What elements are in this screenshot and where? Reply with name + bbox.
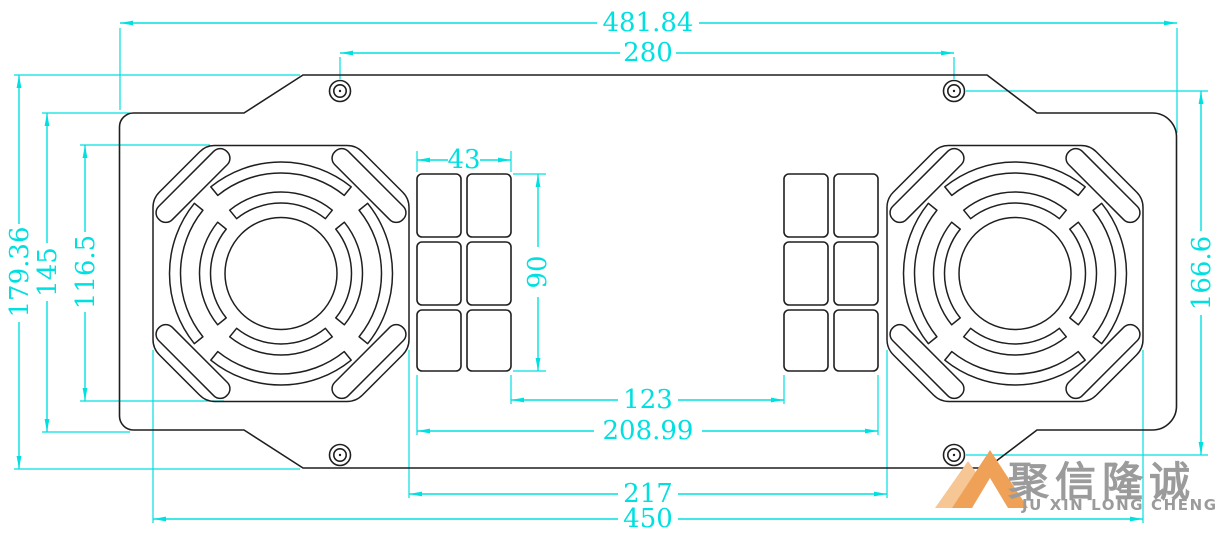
vent-slot — [466, 241, 512, 306]
vent-slot — [833, 309, 879, 372]
vent-slot — [466, 309, 512, 372]
logo-text-chinese: 聚信隆诚 — [1007, 458, 1196, 506]
vent-grid-right — [783, 173, 879, 372]
vent-slot — [783, 173, 829, 238]
fan-grilles — [152, 144, 1144, 403]
dimension-lines — [14, 20, 1208, 523]
dim-vent-height: 90 — [523, 255, 553, 288]
logo-text-english: JU XIN LONG CHENG — [1021, 496, 1218, 514]
dim-mid-height: 179.36 — [5, 227, 35, 318]
dim-hole-span-v: 166.6 — [1187, 236, 1217, 310]
logo-mountain-notch — [972, 478, 1008, 508]
panel-outline — [118, 74, 1178, 469]
vent-grid-left — [416, 173, 512, 372]
vent-slot — [783, 309, 829, 372]
vent-slot — [466, 173, 512, 238]
screw-hole-top-right — [942, 79, 966, 103]
vent-slot — [833, 241, 879, 306]
vent-slot — [416, 309, 462, 372]
screw-hole-bottom-left — [328, 443, 352, 467]
fan-grille-right — [886, 144, 1144, 403]
vent-grids — [416, 173, 879, 372]
vent-slot — [833, 173, 879, 238]
vent-slot — [783, 241, 829, 306]
dim-overall-width: 481.84 — [603, 8, 694, 38]
fan-grille-left — [152, 144, 410, 403]
dim-end-height: 145 — [33, 247, 63, 297]
dim-fan-gap: 217 — [623, 479, 673, 509]
vent-slot — [416, 173, 462, 238]
vent-slot — [416, 241, 462, 306]
dim-vent-span-outer: 208.99 — [603, 416, 694, 446]
dim-vent-width: 43 — [447, 145, 480, 175]
screw-hole-top-left — [328, 79, 352, 103]
panel-linework — [118, 74, 1178, 469]
screw-hole-bottom-right — [942, 443, 966, 467]
dim-fan-span: 450 — [623, 504, 673, 534]
company-logo: 聚信隆诚 JU XIN LONG CHENG — [935, 450, 1218, 514]
dim-hole-span-h: 280 — [623, 38, 673, 68]
dim-fan-size: 116.5 — [71, 235, 101, 309]
dim-vent-span-inner: 123 — [623, 385, 673, 415]
